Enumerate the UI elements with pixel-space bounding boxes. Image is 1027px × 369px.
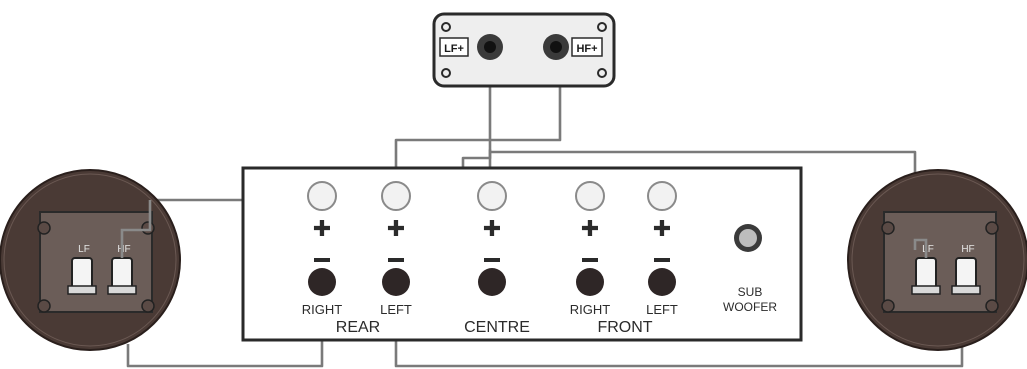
crossover-box: LF+ HF+ bbox=[432, 12, 616, 88]
speaker-right: LF HF bbox=[847, 169, 1027, 351]
screw-icon bbox=[141, 221, 155, 235]
channel-label: RIGHT bbox=[570, 302, 611, 317]
hf-binding-post-icon bbox=[955, 257, 977, 289]
channel-rear-left: ✚ LEFT bbox=[380, 181, 412, 317]
screw-icon bbox=[985, 221, 999, 235]
screw-icon bbox=[985, 299, 999, 313]
channel-front-left: ✚ LEFT bbox=[646, 181, 678, 317]
positive-terminal-icon bbox=[381, 181, 411, 211]
speaker-left: LF HF bbox=[0, 169, 181, 351]
minus-icon bbox=[654, 258, 670, 262]
negative-terminal-icon bbox=[478, 268, 506, 296]
screw-icon bbox=[881, 299, 895, 313]
crossover-lf-label: LF+ bbox=[444, 43, 464, 55]
channel-centre: ✚ bbox=[477, 181, 507, 296]
screw-icon bbox=[881, 221, 895, 235]
screw-icon bbox=[441, 22, 451, 32]
minus-icon bbox=[582, 258, 598, 262]
wire-right-speaker-lf bbox=[913, 238, 928, 258]
group-label-rear: REAR bbox=[336, 319, 380, 336]
speaker-lf-label: LF bbox=[922, 244, 934, 255]
channel-label: LEFT bbox=[380, 302, 412, 317]
plus-icon: ✚ bbox=[653, 216, 671, 241]
subwoofer-label-line1: SUB bbox=[738, 285, 763, 299]
lf-binding-post-icon bbox=[71, 257, 93, 289]
screw-icon bbox=[141, 299, 155, 313]
minus-icon bbox=[314, 258, 330, 262]
screw-icon bbox=[37, 299, 51, 313]
subwoofer-label-line2: WOOFER bbox=[723, 300, 777, 314]
wire-overlays bbox=[120, 200, 928, 258]
speaker-lf-label: LF bbox=[78, 244, 90, 255]
screw-icon bbox=[37, 221, 51, 235]
speaker-hf-label: HF bbox=[961, 244, 974, 255]
channel-label: RIGHT bbox=[302, 302, 343, 317]
subwoofer-output: SUB WOOFER bbox=[723, 224, 777, 314]
terminal-plate bbox=[883, 211, 997, 313]
negative-terminal-icon bbox=[648, 268, 676, 296]
wire-left-speaker-hf bbox=[120, 200, 152, 258]
plus-icon: ✚ bbox=[581, 216, 599, 241]
plus-icon: ✚ bbox=[387, 216, 405, 241]
screw-icon bbox=[597, 68, 607, 78]
lf-label-plate bbox=[439, 37, 469, 57]
crossover-hf-label: HF+ bbox=[576, 43, 597, 55]
screw-icon bbox=[597, 22, 607, 32]
plus-icon: ✚ bbox=[483, 216, 501, 241]
terminal-plate bbox=[39, 211, 153, 313]
plus-icon: ✚ bbox=[313, 216, 331, 241]
channel-rear-right: ✚ RIGHT bbox=[302, 181, 343, 317]
channel-label: LEFT bbox=[646, 302, 678, 317]
lf-binding-post-icon bbox=[915, 257, 937, 289]
screw-icon bbox=[441, 68, 451, 78]
minus-icon bbox=[388, 258, 404, 262]
group-label-centre: CENTRE bbox=[464, 319, 530, 336]
channel-front-right: ✚ RIGHT bbox=[570, 181, 611, 317]
negative-terminal-icon bbox=[308, 268, 336, 296]
hf-binding-post-icon bbox=[111, 257, 133, 289]
hf-label-plate bbox=[571, 37, 603, 57]
negative-terminal-icon bbox=[382, 268, 410, 296]
group-label-front: FRONT bbox=[597, 319, 652, 336]
speaker-hf-label: HF bbox=[117, 244, 130, 255]
amplifier-panel: ✚ RIGHT ✚ LEFT ✚ ✚ RIGHT bbox=[241, 166, 803, 342]
positive-terminal-icon bbox=[647, 181, 677, 211]
positive-terminal-icon bbox=[477, 181, 507, 211]
positive-terminal-icon bbox=[307, 181, 337, 211]
minus-icon bbox=[484, 258, 500, 262]
positive-terminal-icon bbox=[575, 181, 605, 211]
negative-terminal-icon bbox=[576, 268, 604, 296]
